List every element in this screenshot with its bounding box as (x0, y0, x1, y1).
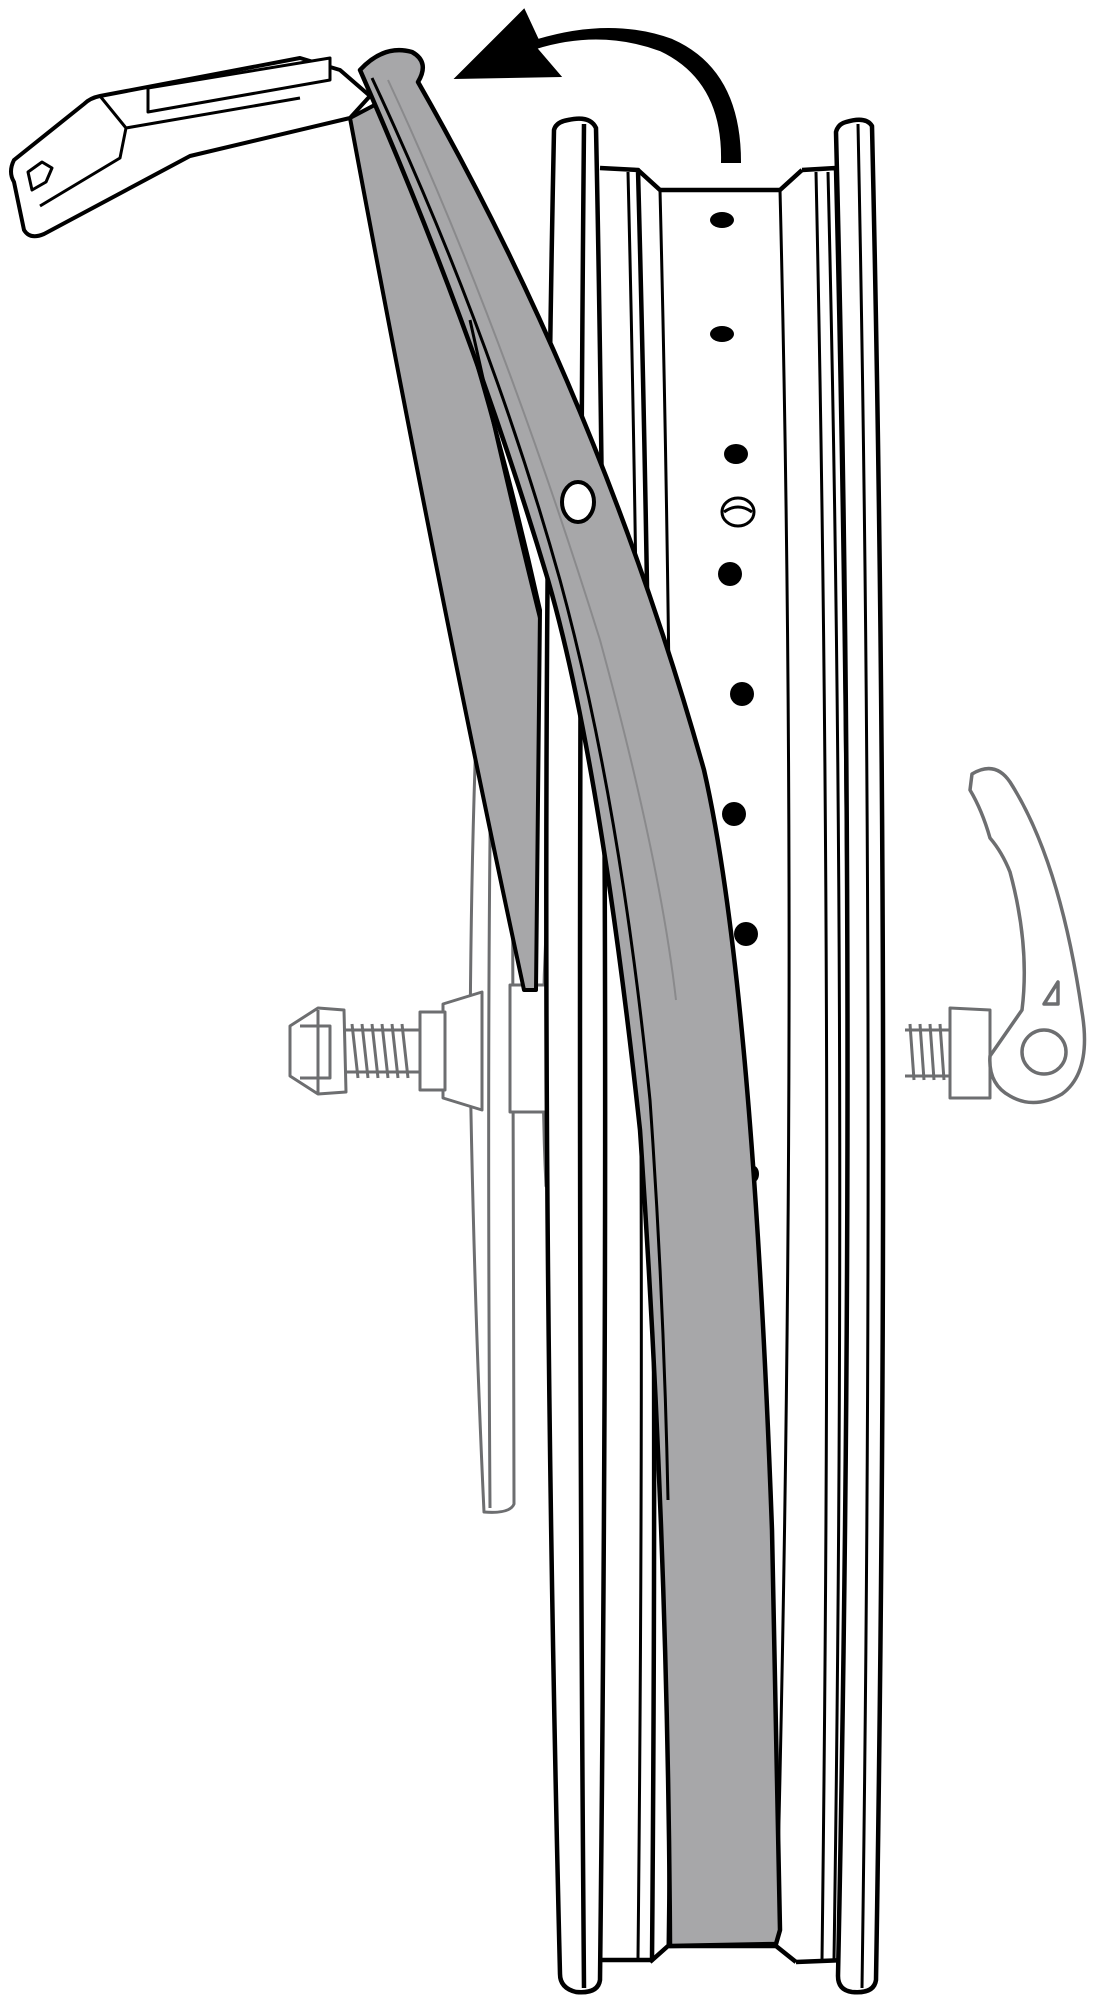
hub-cone (420, 1012, 445, 1090)
spoke-hole (730, 682, 754, 706)
rim-bed-top (638, 170, 802, 190)
lever-valve-window (562, 482, 594, 522)
axle-spring-right (905, 1024, 950, 1080)
rim-right-wall-line-1 (816, 172, 827, 1960)
hub-locknut-right (950, 1008, 990, 1098)
rim-right-wall-line-2 (828, 172, 840, 1960)
valve-hole (722, 498, 754, 526)
spoke-hole (718, 562, 742, 586)
hub-locknut (443, 992, 482, 1110)
rim-right-bead (836, 120, 883, 1993)
spoke-hole (734, 922, 758, 946)
spoke-hole (710, 326, 734, 342)
rim-bed-right (776, 190, 789, 1946)
axle-spring-left (344, 1024, 420, 1078)
rim-bed-bottom (650, 1946, 796, 1962)
spoke-hole (722, 802, 746, 826)
spoke-hole (710, 212, 734, 228)
spoke-hole (724, 444, 748, 464)
